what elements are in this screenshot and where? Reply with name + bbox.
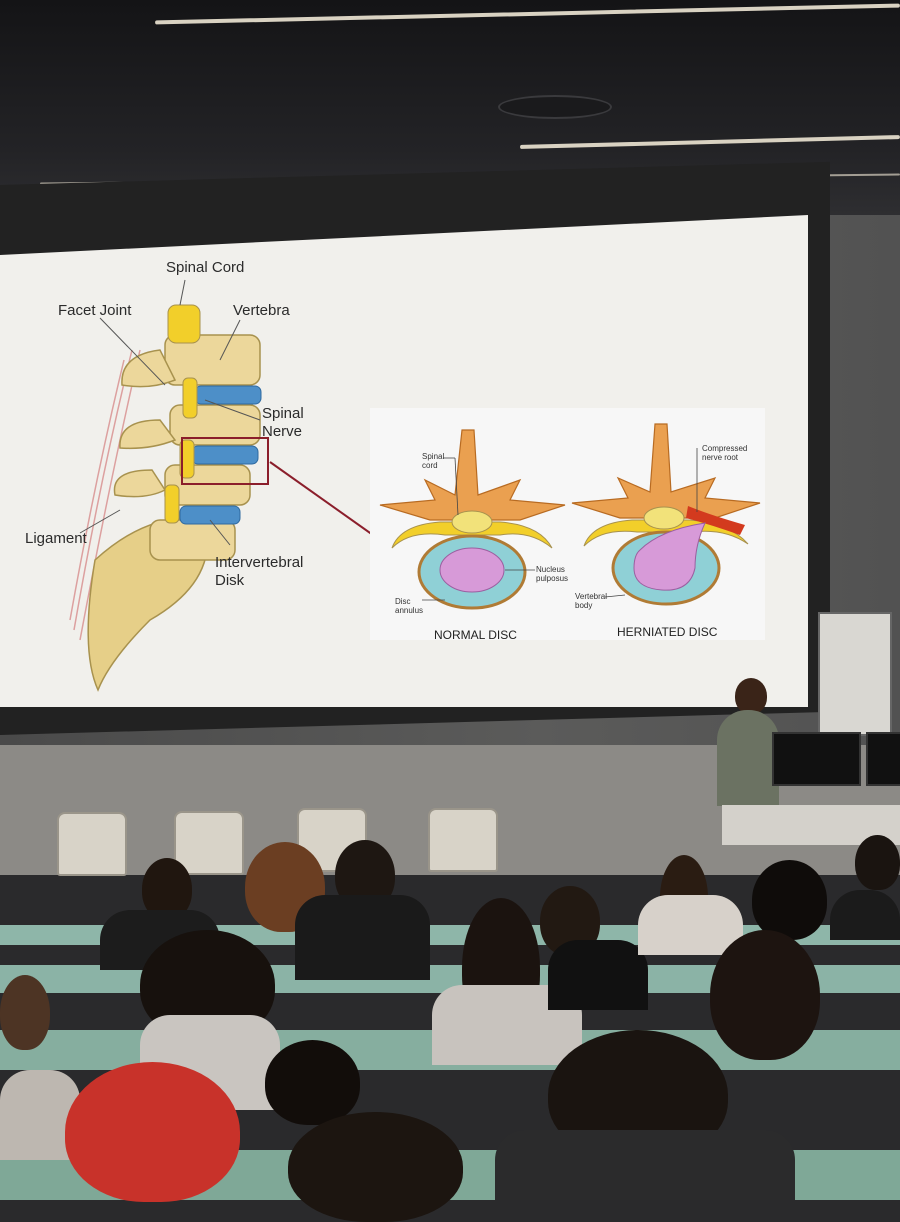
chair [57, 812, 127, 876]
label-disc-annulus: Disc annulus [395, 597, 424, 615]
ceiling-light [155, 3, 900, 25]
ceiling-vent [498, 95, 612, 119]
audience-hood [65, 1062, 240, 1202]
audience-head [288, 1112, 463, 1222]
audience-head [710, 930, 820, 1060]
audience-head [0, 975, 50, 1050]
chair [428, 808, 498, 872]
audience-head [752, 860, 827, 940]
audience-head [265, 1040, 360, 1125]
monitor-right [866, 732, 900, 786]
title-normal-disc: NORMAL DISC [434, 628, 517, 642]
audience-head [855, 835, 900, 890]
side-board [818, 612, 892, 736]
audience-body [295, 895, 430, 980]
label-ligament: Ligament [25, 530, 87, 547]
title-herniated-disc: HERNIATED DISC [617, 625, 718, 639]
audience-body [548, 940, 648, 1010]
label-compressed-nerve-root: Compressed nerve root [702, 444, 748, 462]
audience-body [830, 890, 900, 940]
label-vertebral-body: Vertebral body [575, 592, 608, 610]
label-spinal-nerve: Spinal Nerve [262, 405, 304, 440]
label-facet-joint: Facet Joint [58, 302, 132, 319]
label-intervertebral-disk: Intervertebral Disk [215, 554, 304, 589]
audience-body [495, 1130, 795, 1200]
audience-head [142, 858, 192, 920]
label-nucleus-pulposus: Nucleus pulposus [536, 565, 569, 583]
presenter-head [735, 678, 767, 714]
ceiling-light [520, 135, 900, 149]
disc-comparison-panel [370, 408, 765, 640]
chair [174, 811, 244, 875]
label-vertebra: Vertebra [233, 302, 290, 319]
label-spinal-cord: Spinal Cord [166, 259, 245, 276]
label-spinal-cord-normal: Spinal cord [422, 452, 445, 470]
audience-body [638, 895, 743, 955]
presenter-jacket [717, 710, 779, 806]
monitor-left [772, 732, 861, 786]
presenter [705, 678, 780, 806]
